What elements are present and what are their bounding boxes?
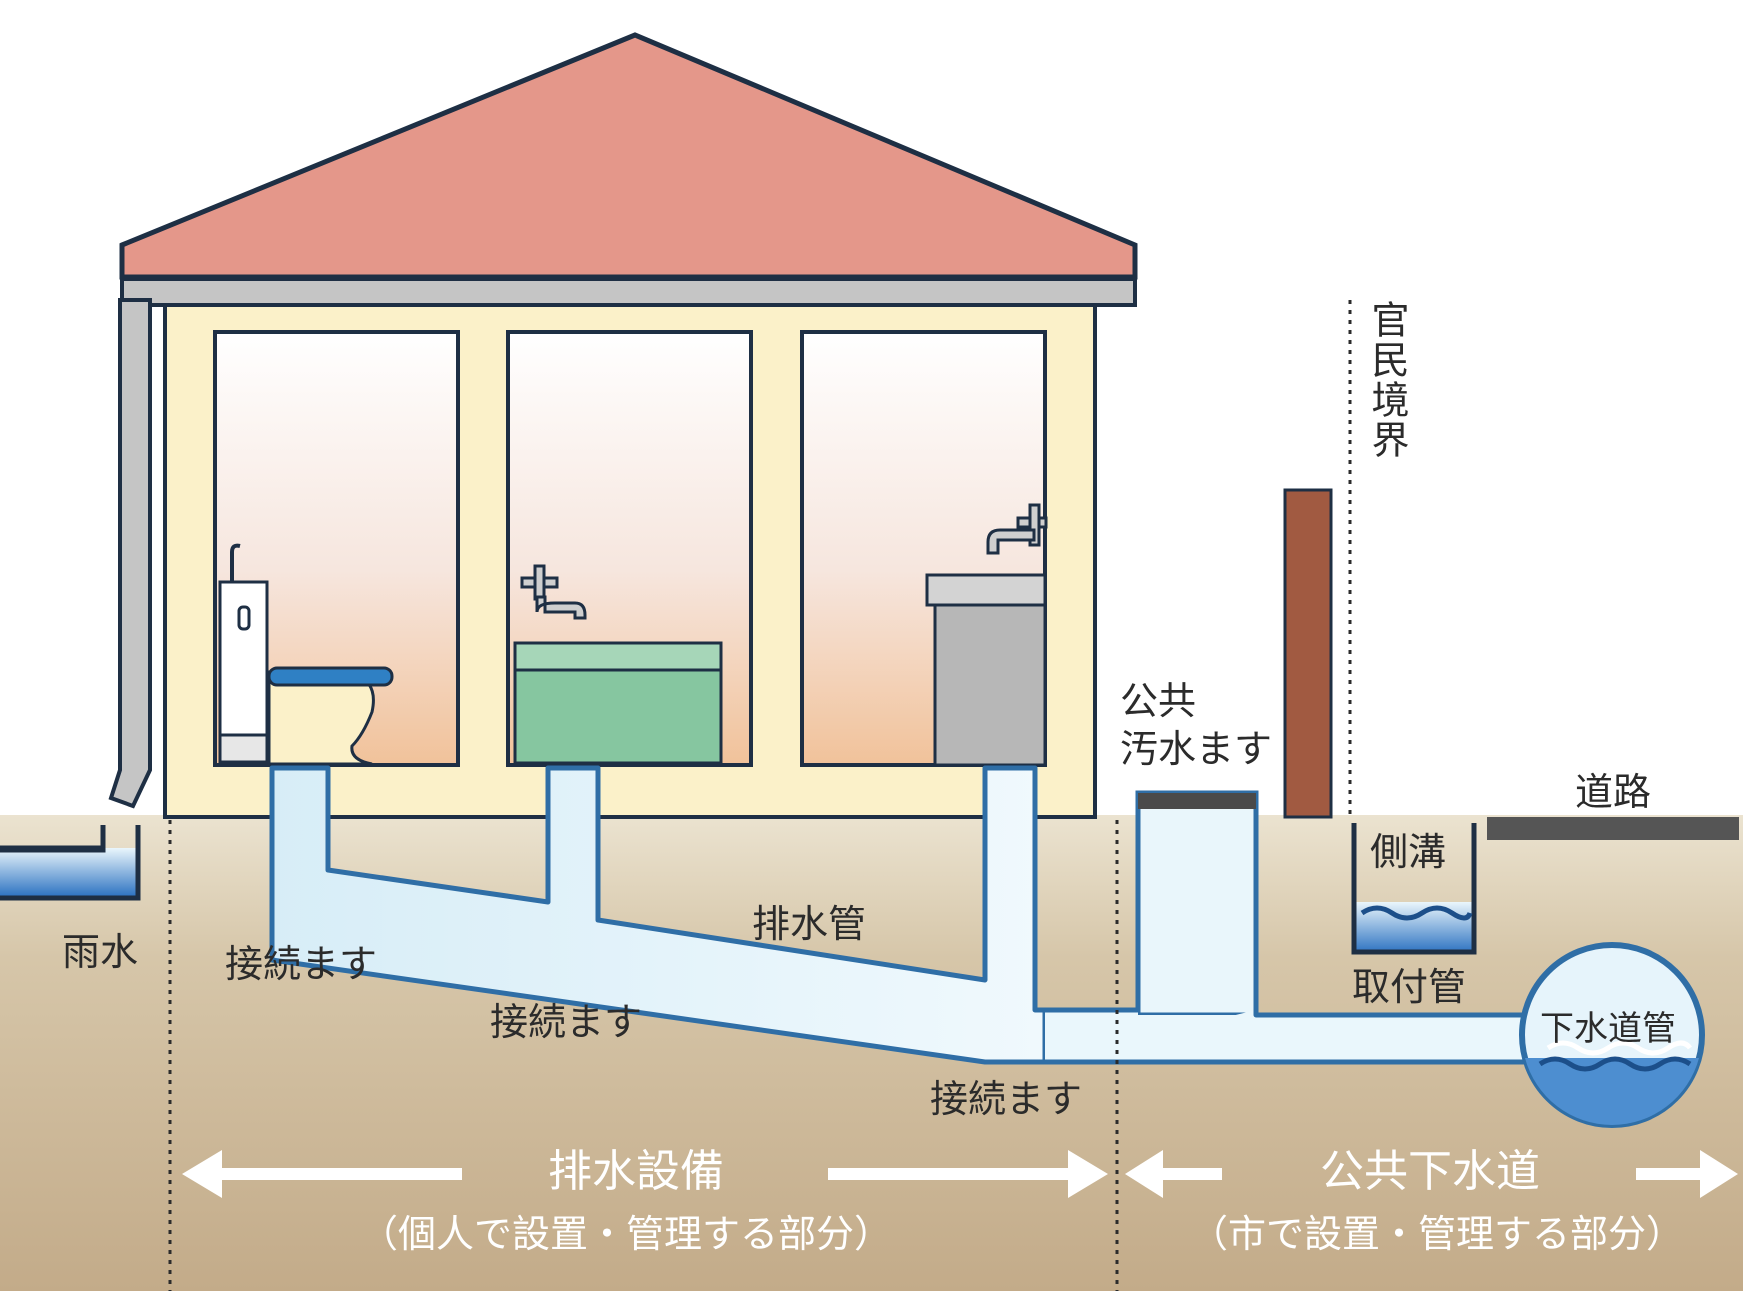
manhole-cover [1138,793,1256,809]
public-section-title: 公共下水道 [1320,1146,1540,1197]
drain-pipe [269,765,1048,1065]
faucet-icon [520,564,587,620]
public-manhole-label: 公共 汚水ます [1120,679,1273,771]
sink-icon [925,573,1047,767]
road-surface [1487,817,1739,840]
side-ditch-label: 側溝 [1370,830,1447,874]
connection-box-label-left: 接続ます [225,942,378,986]
rainwater-channel-icon [0,825,141,901]
boundary-post [1283,488,1333,819]
side-ditch-icon [1351,823,1477,955]
private-section-subtitle: （個人で設置・管理する部分） [360,1212,893,1256]
public-manhole [1135,790,1259,1018]
gutter [120,277,1137,307]
lateral-pipe-label: 取付管 [1352,965,1467,1009]
connection-box-label-right: 接続ます [930,1077,1083,1121]
rainwater-label: 雨水 [62,930,139,974]
road-label: 道路 [1575,770,1652,814]
drain-pipe-label: 排水管 [752,902,867,946]
sewer-pipe-label: 下水道管 [1540,1009,1676,1049]
sewer-main-icon [1519,942,1705,1128]
connection-box-label-middle: 接続ます [490,1000,643,1044]
downspout [108,298,152,809]
private-section-title: 排水設備 [548,1146,724,1197]
public-section-arrows [1125,1150,1738,1198]
toilet-icon [218,543,394,766]
roof [119,32,1138,280]
bathtub-icon [513,641,723,765]
private-section-arrows [182,1150,1108,1198]
boundary-label: 官民境界 [1365,300,1409,460]
faucet-icon [986,503,1048,555]
public-section-subtitle: （市で設置・管理する部分） [1190,1212,1685,1256]
